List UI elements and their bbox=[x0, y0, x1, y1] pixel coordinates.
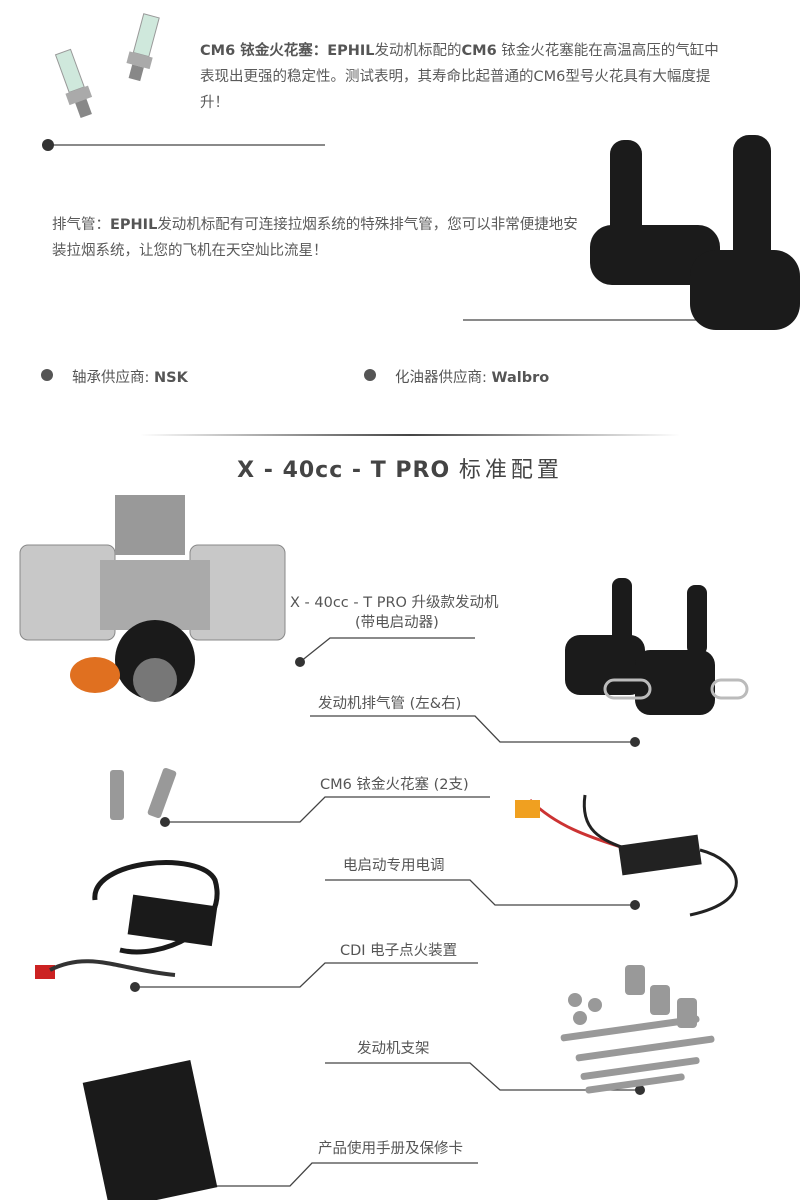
spark-plug-image bbox=[54, 13, 160, 119]
item-spark-plug-label: CM6 铱金火花塞 (2支) bbox=[320, 777, 469, 793]
exhaust-description: 排气管：EPHIL发动机标配有可连接拉烟系统的特殊排气管，您可以非常便捷地安装拉… bbox=[52, 217, 578, 259]
bullet-icon bbox=[364, 369, 376, 381]
exhaust-image bbox=[590, 135, 800, 330]
bearing-supplier: 轴承供应商: NSK bbox=[72, 370, 188, 386]
carburetor-supplier: 化油器供应商: Walbro bbox=[395, 370, 550, 386]
esc-image bbox=[515, 794, 738, 917]
item-engine-label: X - 40cc - T PRO 升级款发动机 bbox=[290, 595, 499, 611]
cdi-image bbox=[35, 860, 220, 979]
spark-plug-pair-image bbox=[110, 767, 177, 820]
mount-hardware-image bbox=[560, 965, 715, 1094]
manual-image bbox=[82, 1059, 218, 1200]
item-mount-label: 发动机支架 bbox=[357, 1041, 430, 1057]
item-exhaust-label: 发动机排气管 (左&右) bbox=[318, 696, 462, 712]
section-divider bbox=[140, 434, 680, 436]
exhaust-pair-image bbox=[565, 578, 749, 715]
item-engine-sublabel: (带电启动器) bbox=[355, 615, 439, 631]
spark-plug-description: CM6 铱金火花塞：EPHIL发动机标配的CM6 铱金火花塞能在高温高压的气缸中… bbox=[200, 43, 719, 111]
bullet-icon bbox=[41, 369, 53, 381]
item-cdi-label: CDI 电子点火装置 bbox=[340, 943, 458, 959]
item-manual-label: 产品使用手册及保修卡 bbox=[318, 1141, 463, 1157]
item-esc-label: 电启动专用电调 bbox=[343, 858, 445, 874]
engine-image bbox=[19, 495, 286, 702]
package-title: X - 40cc - T PRO 标准配置 bbox=[237, 458, 563, 483]
